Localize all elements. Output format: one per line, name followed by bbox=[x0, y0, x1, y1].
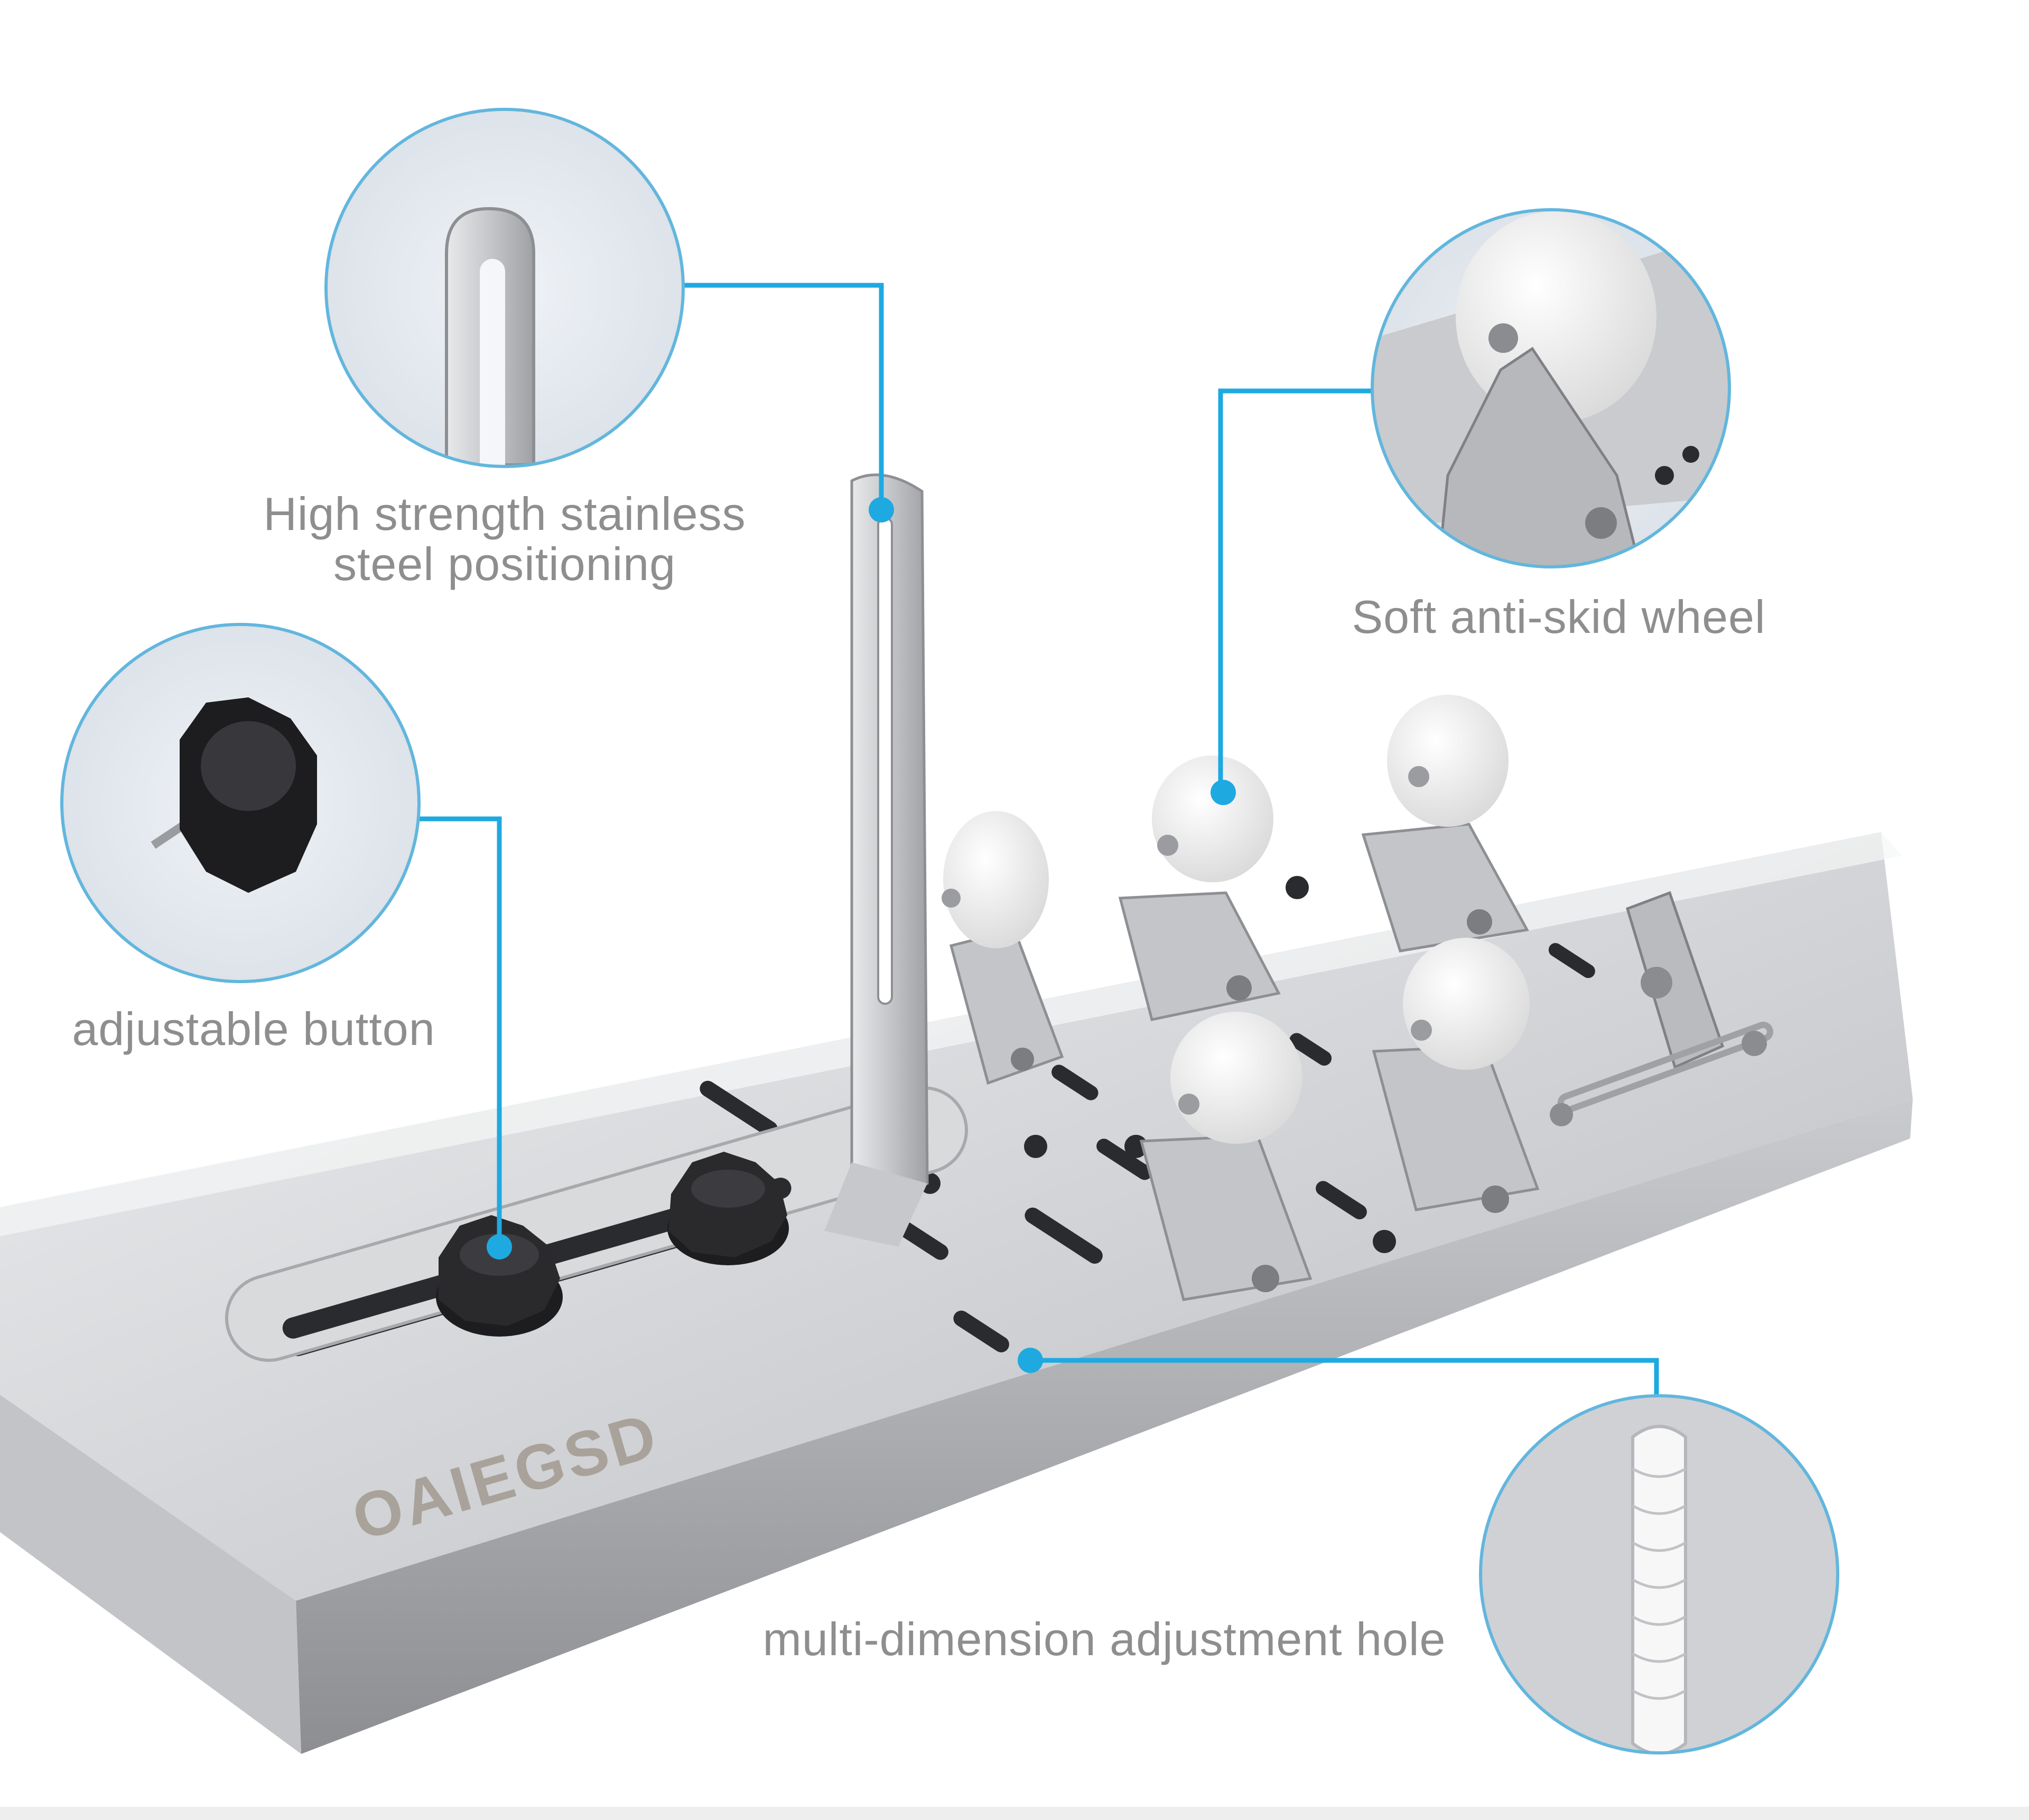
callout-label-stainless: High strength stainless steel positionin… bbox=[235, 489, 774, 589]
caster-wheel-4 bbox=[1139, 1012, 1313, 1301]
adjustment-knob-2 bbox=[667, 1152, 789, 1265]
connector-wheel bbox=[1218, 388, 1374, 792]
callout-label-stainless-line2: steel positioning bbox=[333, 538, 676, 591]
callout-label-wheel: Soft anti-skid wheel bbox=[1352, 591, 1766, 643]
connector-hole bbox=[1030, 1358, 1659, 1397]
connector-stainless bbox=[682, 283, 884, 510]
callout-lines bbox=[419, 283, 1659, 1397]
callout-label-button: adjustable button bbox=[72, 1003, 435, 1055]
connector-button bbox=[419, 816, 502, 1247]
positioning-bracket bbox=[824, 473, 929, 1247]
caster-wheel-5 bbox=[1372, 938, 1540, 1213]
callout-label-stainless-line1: High strength stainless bbox=[263, 488, 746, 540]
callout-dots bbox=[487, 497, 1236, 1373]
caster-wheel-1 bbox=[942, 811, 1064, 1085]
bottom-divider bbox=[0, 1807, 2029, 1820]
callout-label-hole: multi-dimension adjustment hole bbox=[762, 1613, 1446, 1665]
cutter-assembly bbox=[1550, 891, 1773, 1126]
adjustment-hole-icon bbox=[1479, 1394, 1839, 1754]
adjustment-knob-1 bbox=[436, 1215, 563, 1337]
caster-wheel-3 bbox=[1361, 695, 1529, 953]
adjustment-knob-icon bbox=[60, 623, 421, 983]
caster-wheel-2 bbox=[1118, 755, 1281, 1021]
caster-wheel-icon bbox=[1371, 208, 1731, 568]
stainless-steel-bracket-icon bbox=[324, 108, 685, 468]
